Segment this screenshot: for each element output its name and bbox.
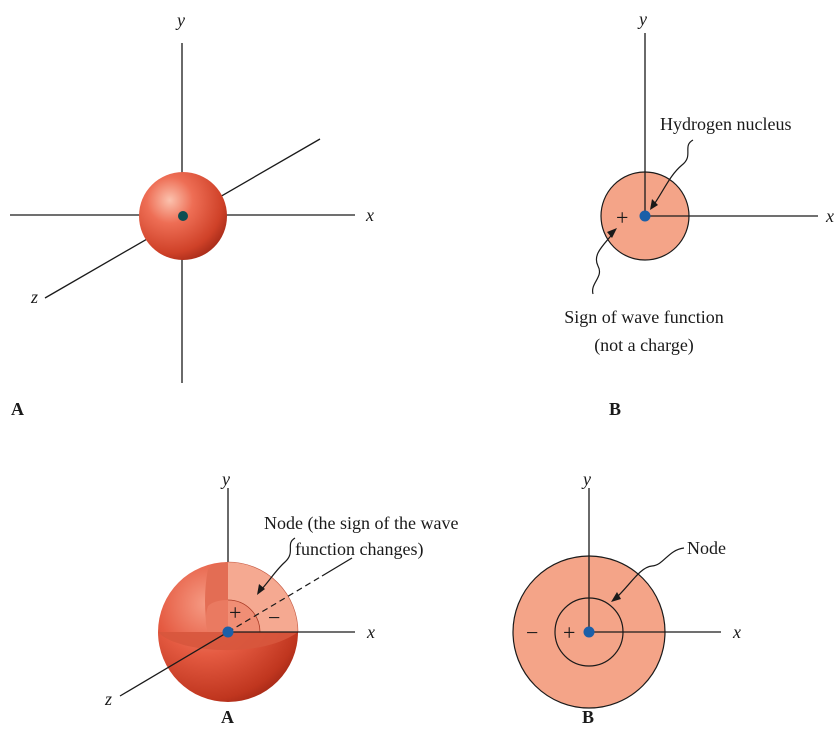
top-panel-a: y x z A xyxy=(10,10,374,419)
bottom-panel-a: + − y x z Node (the sign of the wave fun… xyxy=(104,469,458,727)
panel-label-b: B xyxy=(582,707,594,727)
outer-sign-minus: − xyxy=(268,605,280,630)
panel-label-b: B xyxy=(609,399,621,419)
sign-plus: + xyxy=(616,205,628,230)
node-caption-line2: function changes) xyxy=(295,539,423,560)
sign-caption-line2: (not a charge) xyxy=(594,335,694,356)
sign-caption-line1: Sign of wave function xyxy=(564,307,723,327)
nucleus-dot xyxy=(178,211,188,221)
bottom-panel-b: + − y x Node B xyxy=(513,469,741,727)
top-panel-b: y x + Hydrogen nucleus Sign of wave func… xyxy=(564,9,834,419)
hydrogen-nucleus-caption: Hydrogen nucleus xyxy=(660,114,791,134)
nucleus-dot xyxy=(584,627,595,638)
y-axis-label: y xyxy=(637,9,647,29)
z-axis-top xyxy=(322,558,352,576)
node-caption-line1: Node (the sign of the wave xyxy=(264,513,458,534)
inner-sign-plus: + xyxy=(229,600,241,625)
node-caption: Node xyxy=(687,538,726,558)
z-axis-label: z xyxy=(104,689,112,709)
hydrogen-nucleus xyxy=(640,211,651,222)
y-axis-label: y xyxy=(581,469,591,489)
z-axis-label: z xyxy=(30,287,38,307)
y-axis-label: y xyxy=(220,469,230,489)
x-axis-label: x xyxy=(365,205,374,225)
y-axis-label: y xyxy=(175,10,185,30)
nucleus-dot xyxy=(223,627,234,638)
x-axis-label: x xyxy=(732,622,741,642)
outer-sign-minus: − xyxy=(526,620,538,645)
panel-label-a: A xyxy=(221,707,234,727)
panel-label-a: A xyxy=(11,399,24,419)
inner-sign-plus: + xyxy=(563,620,575,645)
x-axis-label: x xyxy=(825,206,834,226)
x-axis-label: x xyxy=(366,622,375,642)
